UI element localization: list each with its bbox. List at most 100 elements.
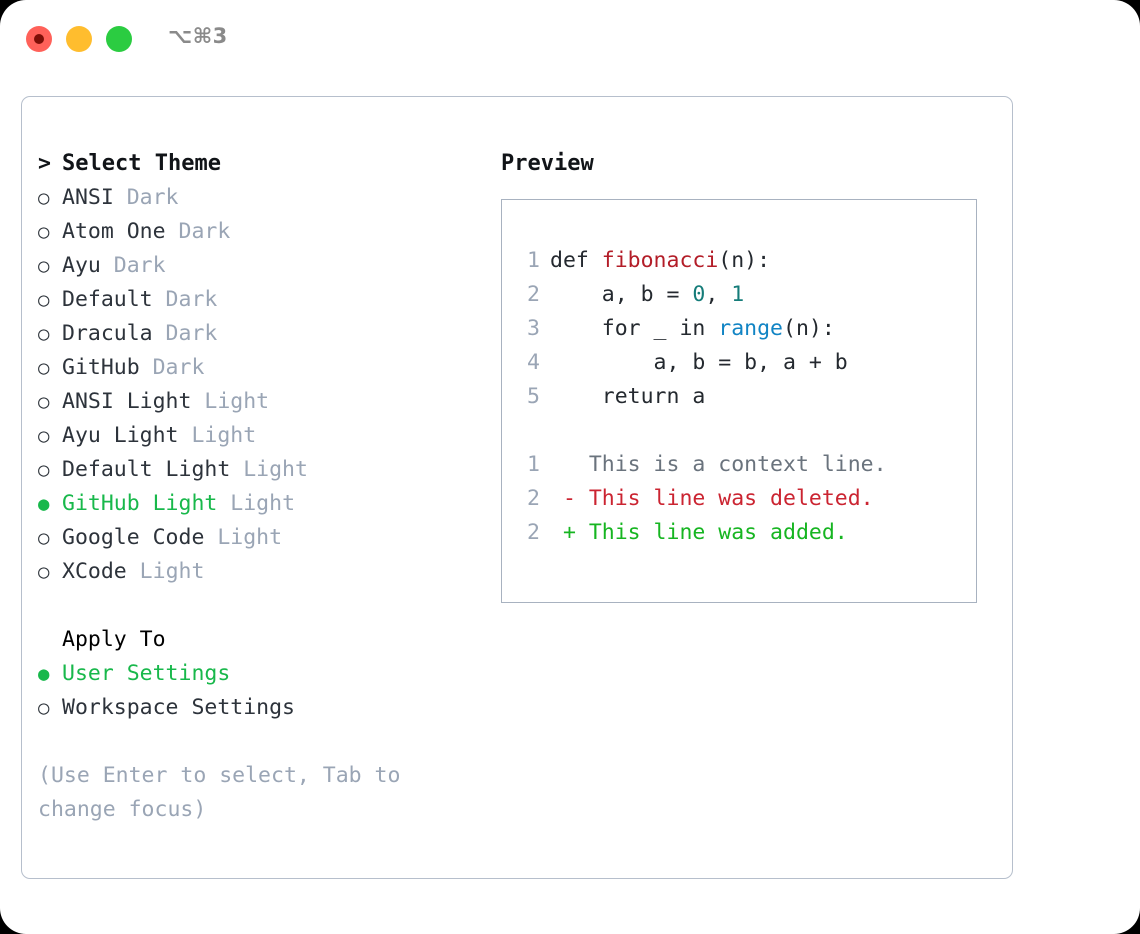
radio-empty-icon: ○	[38, 697, 50, 719]
theme-name: Ayu	[62, 253, 101, 278]
close-button[interactable]	[26, 26, 52, 52]
code-token: fibonacci	[601, 248, 719, 273]
theme-name: Default Light	[62, 457, 231, 482]
line-number: 2	[527, 282, 540, 307]
maximize-button[interactable]	[106, 26, 132, 52]
code-token: (n):	[718, 248, 771, 273]
theme-list-item[interactable]: ○ Ayu Light Light	[38, 419, 478, 453]
apply-to-option[interactable]: ● User Settings	[38, 657, 478, 691]
apply-to-option[interactable]: ○ Workspace Settings	[38, 691, 478, 725]
theme-name: XCode	[62, 559, 127, 584]
theme-name: Dracula	[62, 321, 153, 346]
code-line: 4 a, b = b, a + b	[502, 346, 976, 380]
code-token: 0	[692, 282, 706, 307]
radio-empty-icon: ○	[38, 323, 50, 345]
radio-selected-icon: ●	[38, 663, 50, 685]
radio-empty-icon: ○	[38, 425, 50, 447]
theme-name: Google Code	[62, 525, 205, 550]
theme-name: Atom One	[62, 219, 166, 244]
theme-list-item[interactable]: ○ Dracula Dark	[38, 317, 478, 351]
theme-list-item[interactable]: ○ GitHub Dark	[38, 351, 478, 385]
minimize-button[interactable]	[66, 26, 92, 52]
code-line: 1 def fibonacci(n):	[502, 244, 976, 278]
code-token: a, b =	[550, 282, 693, 307]
code-token: ,	[705, 282, 732, 307]
theme-variant-tag: Dark	[165, 219, 231, 244]
theme-picker-heading: > Select Theme	[38, 147, 478, 181]
theme-variant-tag: Dark	[152, 321, 218, 346]
prompt-marker-icon: >	[38, 151, 51, 176]
radio-empty-icon: ○	[38, 357, 50, 379]
theme-variant-tag: Light	[178, 423, 257, 448]
theme-variant-tag: Light	[230, 457, 308, 482]
radio-empty-icon: ○	[38, 221, 50, 243]
preview-title: Preview	[501, 151, 594, 176]
theme-list-item[interactable]: ○ ANSI Dark	[38, 181, 478, 215]
line-number: 3	[527, 316, 540, 341]
code-token: (n):	[783, 316, 835, 341]
theme-list-item[interactable]: ○ANSI Light Light	[38, 385, 478, 419]
theme-name: Ayu Light	[62, 423, 179, 448]
line-number: 5	[527, 384, 540, 409]
section-spacer	[38, 589, 478, 623]
theme-list-item[interactable]: ○ Default Dark	[38, 283, 478, 317]
line-number: 2	[527, 486, 540, 511]
hint-text: (Use Enter to select, Tab to change focu…	[38, 763, 401, 822]
apply-to-label: User Settings	[62, 661, 231, 686]
theme-list-item[interactable]: ○ Google Code Light	[38, 521, 478, 555]
theme-name: Default	[62, 287, 153, 312]
diff-line: 2 - This line was deleted.	[502, 482, 976, 516]
code-token: return a	[550, 384, 706, 409]
theme-name: ANSI Light	[62, 389, 192, 414]
apply-to-heading: Apply To	[62, 627, 166, 652]
theme-picker-panel: >Select Theme ○ANSI Dark○Atom One Dark○A…	[38, 147, 478, 827]
code-line: 5 return a	[502, 380, 976, 414]
theme-variant-tag: Dark	[139, 355, 205, 380]
apply-to-label: Workspace Settings	[62, 695, 295, 720]
theme-list-item[interactable]: ○ XCode Light	[38, 555, 478, 589]
code-line: 2 a, b = 0, 1	[502, 278, 976, 312]
page-title: Select Theme	[62, 151, 221, 176]
diff-line: 2 + This line was added.	[502, 516, 976, 550]
theme-list-item[interactable]: ○ Default Light Light	[38, 453, 478, 487]
radio-empty-icon: ○	[38, 561, 50, 583]
radio-empty-icon: ○	[38, 187, 50, 209]
theme-name: GitHub	[62, 355, 140, 380]
theme-selector-card: >Select Theme ○ANSI Dark○Atom One Dark○A…	[21, 96, 1013, 879]
radio-empty-icon: ○	[38, 459, 50, 481]
theme-variant-tag: Dark	[113, 185, 179, 210]
line-number: 1	[527, 248, 540, 273]
apply-to-list: ● User Settings ○ Workspace Settings	[38, 657, 478, 725]
radio-selected-icon: ●	[38, 493, 50, 515]
line-number: 1	[527, 452, 540, 477]
theme-variant-tag: Light	[204, 525, 283, 550]
diff-line: 1 This is a context line.	[502, 448, 976, 482]
theme-list-item[interactable]: ○ Atom One Dark	[38, 215, 478, 249]
radio-empty-icon: ○	[38, 391, 50, 413]
title-bar: ⌥⌘3	[0, 0, 1140, 78]
code-token: + This line was added.	[550, 520, 848, 545]
keyboard-shortcut-label: ⌥⌘3	[168, 24, 228, 48]
theme-variant-tag: Dark	[100, 253, 166, 278]
radio-empty-icon: ○	[38, 527, 50, 549]
theme-variant-tag: Dark	[152, 287, 218, 312]
theme-name: GitHub Light	[62, 491, 218, 516]
code-token: - This line was deleted.	[550, 486, 874, 511]
close-icon	[34, 34, 44, 44]
code-diff-spacer	[502, 414, 976, 448]
theme-name: ANSI	[62, 185, 114, 210]
theme-list-item[interactable]: ○Ayu Dark	[38, 249, 478, 283]
code-token: 1	[731, 282, 745, 307]
code-token: for _ in	[550, 316, 719, 341]
code-token: a, b = b, a + b	[550, 350, 848, 375]
line-number: 4	[527, 350, 540, 375]
code-token: def	[550, 248, 602, 273]
theme-variant-tag: Light	[126, 559, 205, 584]
radio-empty-icon: ○	[38, 289, 50, 311]
line-number: 2	[527, 520, 540, 545]
theme-list-item[interactable]: ●GitHub Light Light	[38, 487, 478, 521]
